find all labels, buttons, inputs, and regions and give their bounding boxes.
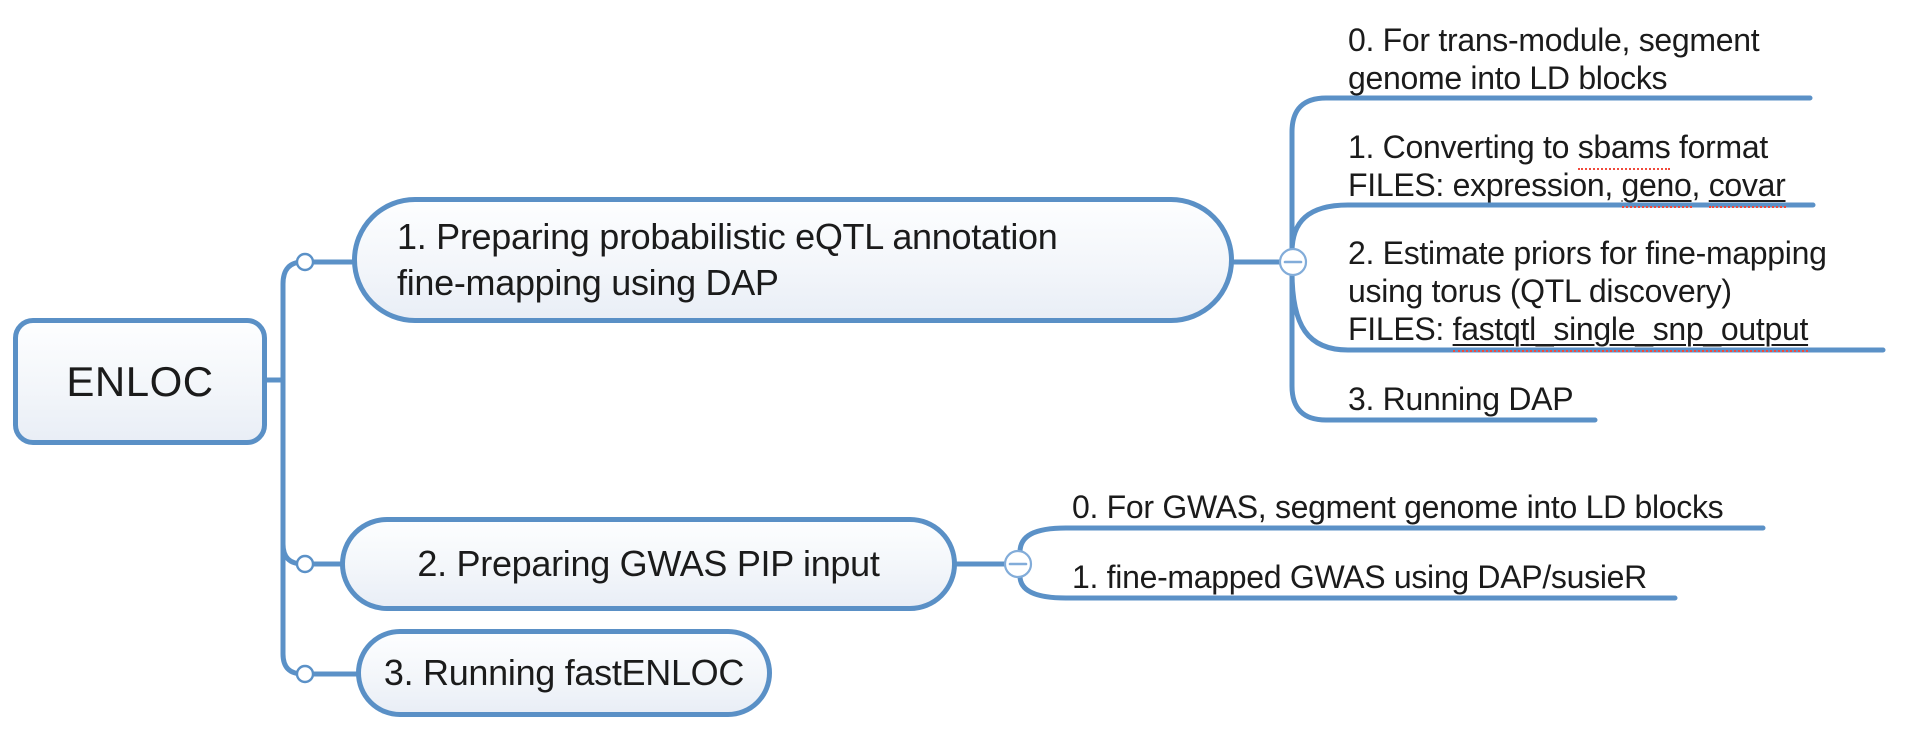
misspelled-word: fastqtl_single_snp_output — [1452, 311, 1808, 352]
subtopic-line: 1. fine-mapped GWAS using DAP/susieR — [1072, 559, 1647, 595]
branch2-child0-underline — [1017, 525, 1766, 555]
subtopic-line: 0. For trans-module, segment — [1348, 22, 1760, 58]
misspelled-word: geno — [1621, 167, 1692, 208]
subtopic-2-1[interactable]: 1. fine-mapped GWAS using DAP/susieR — [1072, 558, 1647, 596]
subtopic-line: 2. Estimate priors for fine-mapping — [1348, 235, 1827, 271]
main-topic-1[interactable]: 1. Preparing probabilistic eQTL annotati… — [352, 197, 1234, 323]
main-topic-1-line-2: fine-mapping using DAP — [397, 262, 779, 303]
collapse-button-branch2[interactable] — [1003, 549, 1033, 579]
connector-root-branch1 — [280, 259, 355, 383]
main-topic-2-line-1: 2. Preparing GWAS PIP input — [417, 543, 880, 584]
subtopic-line: 0. For GWAS, segment genome into LD bloc… — [1072, 489, 1724, 525]
misspelled-word: sbams — [1577, 129, 1671, 170]
subtopic-line: FILES: fastqtl_single_snp_output — [1348, 310, 1827, 352]
subtopic-line: 3. Running DAP — [1348, 381, 1574, 417]
branch1-child2-underline — [1289, 269, 1886, 353]
link-dot-icon — [295, 252, 315, 272]
misspelled-word: covar — [1708, 167, 1786, 208]
branch1-child1-underline — [1289, 202, 1816, 255]
root-topic-enloc[interactable]: ENLOC — [13, 318, 267, 445]
subtopic-line: FILES: expression, geno, covar — [1348, 166, 1786, 208]
main-topic-3-line-1: 3. Running fastENLOC — [383, 652, 745, 693]
main-topic-2[interactable]: 2. Preparing GWAS PIP input — [340, 517, 957, 611]
link-dot-icon — [295, 554, 315, 574]
subtopic-1-0[interactable]: 0. For trans-module, segment genome into… — [1348, 21, 1760, 97]
subtopic-line: using torus (QTL discovery) — [1348, 273, 1732, 309]
subtopic-1-1[interactable]: 1. Converting to sbams format FILES: exp… — [1348, 128, 1786, 208]
link-dot-icon — [295, 664, 315, 684]
connector-root-branch3 — [280, 377, 359, 677]
subtopic-2-0[interactable]: 0. For GWAS, segment genome into LD bloc… — [1072, 488, 1724, 526]
main-topic-3[interactable]: 3. Running fastENLOC — [356, 629, 772, 717]
collapse-button-branch1[interactable] — [1278, 247, 1308, 277]
subtopic-1-3[interactable]: 3. Running DAP — [1348, 380, 1574, 418]
branch2-child1-underline — [1017, 573, 1678, 601]
subtopic-1-2[interactable]: 2. Estimate priors for fine-mapping usin… — [1348, 234, 1827, 352]
subtopic-line: genome into LD blocks — [1348, 60, 1668, 96]
main-topic-1-line-1: 1. Preparing probabilistic eQTL annotati… — [397, 216, 1058, 257]
root-topic-label: ENLOC — [66, 357, 214, 405]
subtopic-line: 1. Converting to sbams format — [1348, 128, 1786, 170]
